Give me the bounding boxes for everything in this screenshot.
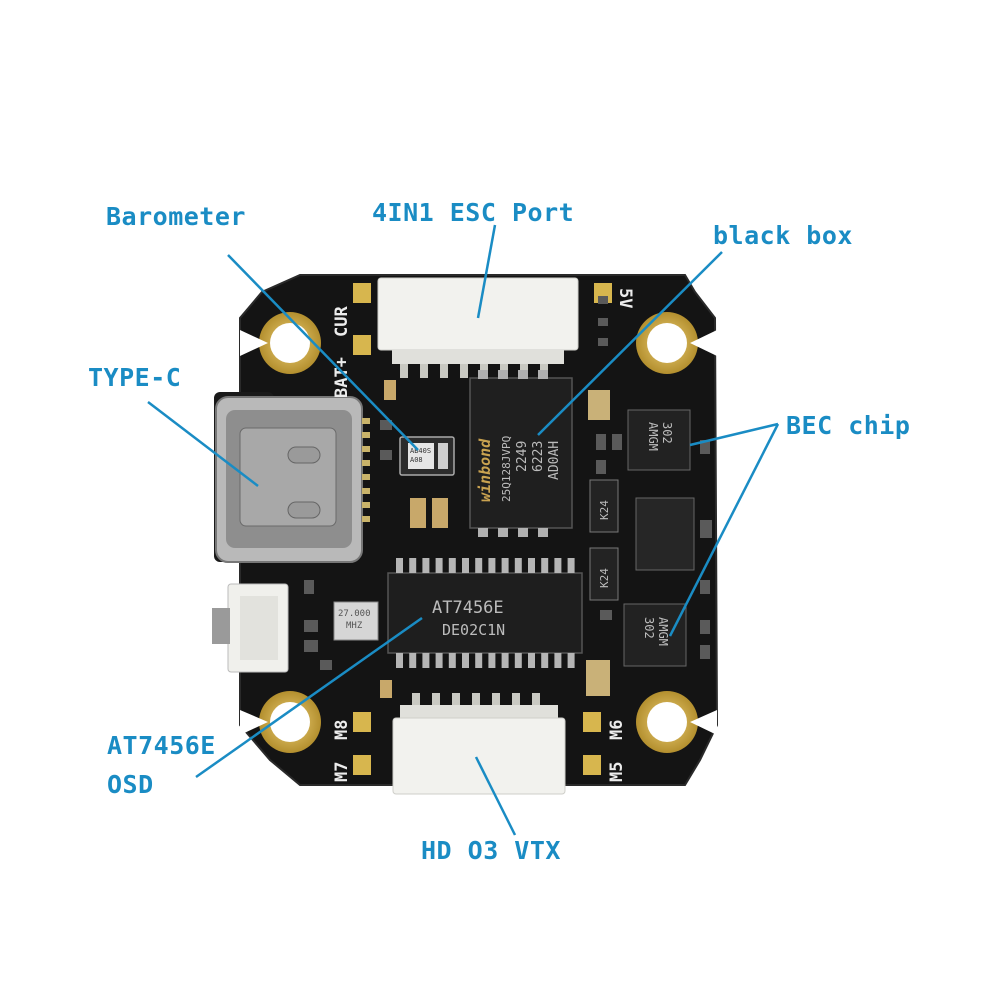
flash-marking-3: 6223: [531, 441, 546, 472]
silk-5v: 5V: [615, 288, 635, 308]
osd-chip-pin: [541, 653, 549, 668]
osd-chip-pin: [567, 653, 575, 668]
osd-chip-pin: [462, 653, 469, 668]
inductor-1: [589, 479, 619, 533]
crystal-oscillator: [333, 601, 379, 641]
silk-m5: M5: [607, 762, 627, 782]
bec-top-line-1: 302: [660, 422, 674, 444]
mounting-hole-bottom-right: [636, 691, 717, 753]
leader-esc-port: [476, 224, 497, 319]
osd-chip-pin: [554, 558, 562, 573]
baro-line-1: AB40S: [410, 447, 431, 455]
osd-chip-pin: [435, 558, 443, 573]
osd-chip-pin: [422, 558, 430, 573]
mounting-hole-top-right: [636, 312, 717, 374]
leader-lines: [147, 224, 780, 836]
flash-brand-text: winbond: [476, 438, 494, 502]
pad-m7: [353, 755, 371, 775]
osd-chip-pin: [396, 558, 403, 573]
flash-marking-2: 2249: [515, 441, 530, 472]
silk-m8: M8: [332, 720, 352, 740]
osd-marking-1: AT7456E: [432, 598, 504, 618]
silk-m6: M6: [607, 720, 627, 740]
baro-marking: AB40S A08: [410, 447, 435, 464]
crystal-line-1: 27.000: [338, 609, 371, 619]
flash-memory-chip: [469, 370, 573, 537]
label-type-c: TYPE-C: [88, 363, 182, 392]
osd-chip-pin: [488, 558, 496, 573]
osd-chip-pin: [528, 558, 535, 573]
osd-chip-pin: [448, 653, 456, 668]
pad-m8: [353, 712, 371, 732]
osd-chip-pin: [422, 653, 430, 668]
osd-chip-pin: [475, 558, 483, 573]
regulator-chip: [635, 497, 695, 571]
pad-m5: [583, 755, 601, 775]
osd-chip-pin: [409, 558, 417, 573]
label-esc-port: 4IN1 ESC Port: [372, 198, 575, 227]
osd-marking-2: DE02C1N: [442, 621, 505, 639]
leader-bec-top: [689, 422, 779, 447]
leader-bec-bottom: [668, 423, 780, 637]
inductor-1-marking: K24: [598, 500, 611, 520]
baro-line-2: A08: [410, 456, 423, 464]
bec-top-marking: 302 AMGM: [646, 422, 674, 451]
osd-chip-pin: [501, 558, 509, 573]
label-barometer: Barometer: [106, 202, 246, 231]
flash-marking-4: AD0AH: [547, 441, 562, 480]
usb-type-c-connector: [215, 396, 370, 563]
leader-osd: [195, 616, 423, 779]
osd-chip-pin: [528, 653, 535, 668]
osd-chip-pin: [409, 653, 417, 668]
mounting-hole-bottom-left: [240, 691, 321, 753]
bec-chip-bottom: [623, 603, 687, 667]
osd-chip-pin: [567, 558, 575, 573]
inductor-2-marking: K24: [598, 568, 611, 588]
osd-chip-pin: [541, 558, 549, 573]
crystal-marking: 27.000 MHZ: [338, 609, 376, 631]
label-black-box: black box: [713, 221, 853, 250]
osd-chip: [387, 558, 583, 668]
side-jst-connector: [212, 583, 289, 673]
label-bec-chip: BEC chip: [786, 411, 911, 440]
vtx-port-connector: [392, 693, 566, 795]
osd-chip-pin: [488, 653, 496, 668]
barometer-chip: [399, 436, 455, 476]
osd-chip-pin: [448, 558, 456, 573]
osd-chip-pin: [554, 653, 562, 668]
pad-m6: [583, 712, 601, 732]
label-osd: OSD: [107, 770, 154, 799]
silk-m7: M7: [332, 762, 352, 782]
osd-chip-pin: [501, 653, 509, 668]
label-vtx: HD O3 VTX: [421, 836, 561, 865]
osd-chip-pin: [514, 558, 522, 573]
bec-top-line-2: AMGM: [646, 422, 660, 451]
osd-chip-pin: [475, 653, 483, 668]
mounting-hole-top-left: [240, 312, 321, 374]
bec-bottom-line-1: AMGM: [656, 617, 670, 646]
osd-chip-pin: [462, 558, 469, 573]
smd-components: [304, 296, 712, 670]
crystal-line-2: MHZ: [346, 621, 363, 631]
osd-chip-pin: [514, 653, 522, 668]
leader-barometer: [227, 254, 419, 451]
bec-bottom-marking: AMGM 302: [642, 617, 670, 653]
leader-vtx: [474, 756, 517, 836]
inductor-2: [589, 547, 619, 601]
leader-black-box: [537, 251, 723, 436]
pad-bat: [353, 335, 371, 355]
bec-chip-top: [627, 409, 691, 471]
capacitors: [380, 380, 610, 698]
osd-chip-pin: [435, 653, 443, 668]
pad-cur: [353, 283, 371, 303]
flash-marking-1: 25Q128JVPQ: [500, 436, 513, 502]
leader-type-c: [147, 401, 259, 487]
silk-cur: CUR: [332, 306, 352, 337]
osd-chip-pin: [396, 653, 403, 668]
bec-bottom-line-2: 302: [642, 617, 656, 639]
label-osd-chip: AT7456E: [107, 731, 216, 760]
esc-port-connector: [377, 277, 579, 378]
